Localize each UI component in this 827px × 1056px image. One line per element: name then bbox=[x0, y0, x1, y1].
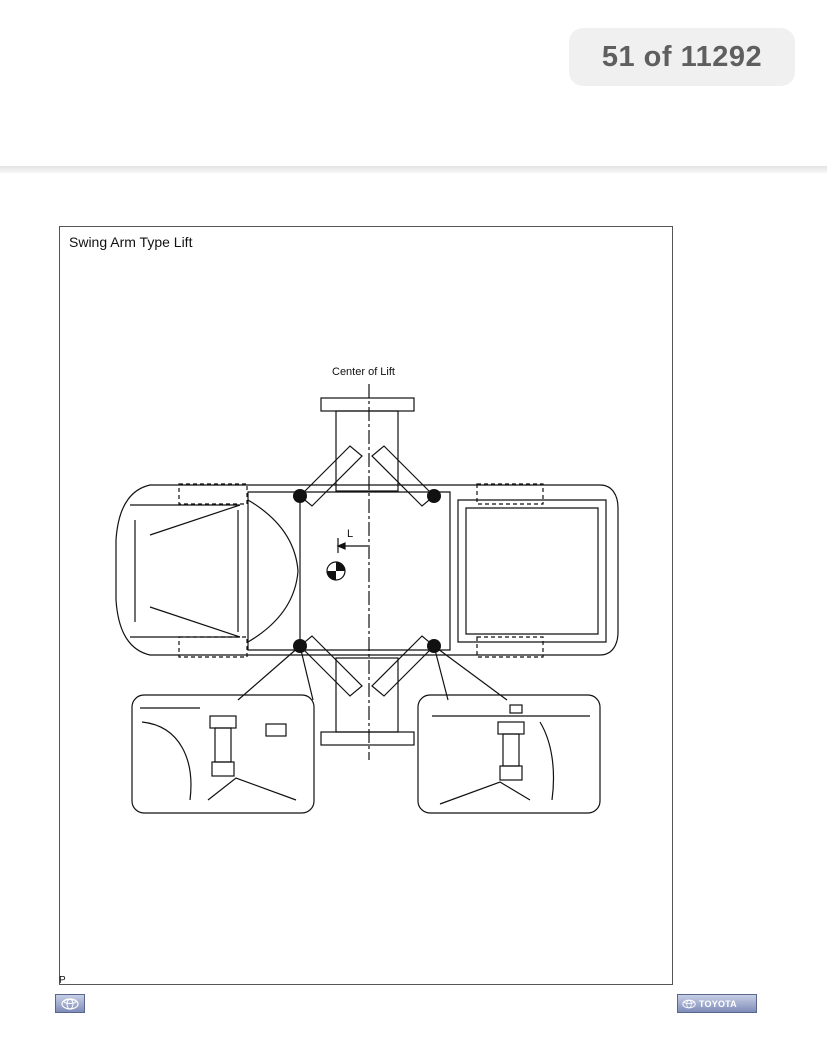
inset-left-lift-stem bbox=[214, 727, 232, 763]
inset-left-lift-base bbox=[211, 761, 235, 777]
wheel-front-right bbox=[178, 636, 248, 658]
toyota-emblem-icon bbox=[682, 999, 696, 1008]
wheel-rear-left bbox=[476, 483, 544, 505]
vehicle-windshield bbox=[247, 499, 299, 643]
figure-title: Swing Arm Type Lift bbox=[69, 234, 193, 250]
swing-arm-front-top bbox=[299, 445, 363, 507]
swing-arm-rear-top bbox=[371, 445, 435, 507]
inset-left-arm bbox=[207, 777, 297, 801]
callout-line-left bbox=[237, 645, 314, 701]
footer-logo-right[interactable]: TOYOTA bbox=[677, 994, 757, 1013]
toyota-emblem-icon bbox=[61, 997, 79, 1010]
truck-bed-inner bbox=[465, 507, 599, 635]
detail-inset-right bbox=[417, 694, 601, 814]
inset-right-body-line bbox=[432, 715, 590, 801]
center-of-gravity-icon bbox=[326, 561, 346, 581]
lift-point-rear-left bbox=[427, 489, 441, 503]
toolbar-divider bbox=[0, 166, 827, 173]
detail-inset-left bbox=[131, 694, 315, 814]
inset-left-body-line bbox=[140, 707, 200, 801]
vehicle-cab-outline bbox=[247, 491, 451, 651]
lift-bottom-crossbar bbox=[320, 731, 415, 746]
center-of-lift-label: Center of Lift bbox=[332, 366, 395, 378]
inset-left-lift-pad bbox=[209, 715, 237, 729]
wheel-front-left bbox=[178, 483, 248, 505]
inset-right-bracket bbox=[509, 704, 523, 714]
figure-corner-marker: P bbox=[59, 975, 66, 986]
document-page-frame bbox=[59, 226, 673, 985]
footer-brand-text: TOYOTA bbox=[699, 998, 737, 1009]
truck-bed-outline bbox=[457, 499, 607, 643]
dimension-arrow-head bbox=[336, 542, 346, 550]
lift-point-front-right bbox=[293, 639, 307, 653]
inset-right-lift-stem bbox=[502, 733, 520, 767]
inset-right-lift-base bbox=[499, 765, 523, 781]
swing-arm-front-bottom bbox=[299, 635, 363, 697]
lift-bottom-post bbox=[335, 657, 399, 733]
lift-top-crossbar bbox=[320, 397, 415, 412]
dimension-label: L bbox=[347, 528, 353, 540]
vehicle-hood-lines bbox=[130, 504, 240, 638]
callout-line-right bbox=[433, 645, 508, 701]
wheel-rear-right bbox=[476, 636, 544, 658]
lift-point-rear-right bbox=[427, 639, 441, 653]
footer-logo-left[interactable] bbox=[55, 994, 85, 1013]
inset-left-bracket bbox=[265, 723, 287, 737]
lift-top-post bbox=[335, 410, 399, 492]
vehicle-hood-diagonals bbox=[149, 504, 241, 638]
viewer-top-bar: 51 of 11292 bbox=[0, 0, 827, 168]
inset-right-lift-pad bbox=[497, 721, 525, 735]
inset-right-arm bbox=[439, 781, 531, 805]
lift-point-front-left bbox=[293, 489, 307, 503]
swing-arm-rear-bottom bbox=[371, 635, 435, 697]
page-counter: 51 of 11292 bbox=[569, 28, 795, 86]
vehicle-body-outline bbox=[115, 484, 619, 656]
